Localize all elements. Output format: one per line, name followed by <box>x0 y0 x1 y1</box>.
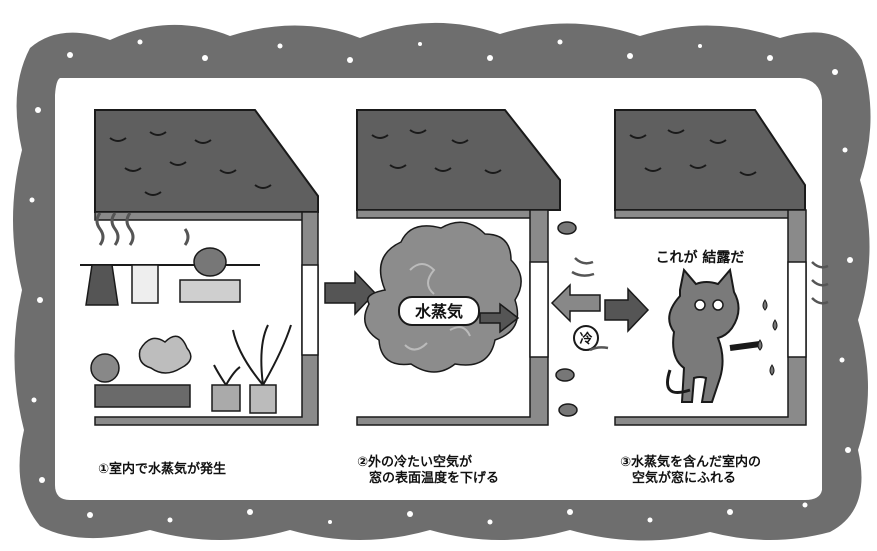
panel-2-wall <box>356 209 549 426</box>
caption-2: ②外の冷たい空気が 窓の表面温度を下げる <box>357 455 499 487</box>
panel-1-wall <box>94 211 319 426</box>
vapor-label: 水蒸気 <box>415 302 463 321</box>
panel-1-roof <box>94 109 319 213</box>
vapor-arrow <box>479 302 520 334</box>
caption-1-line-1: ①室内で水蒸気が発生 <box>98 462 227 477</box>
panel-1-scene <box>80 109 319 426</box>
snow-dots <box>29 39 853 525</box>
caption-3-line-2: 空気が窓にふれる <box>632 471 737 486</box>
arrow-1 <box>324 270 377 316</box>
caption-1: ①室内で水蒸気が発生 <box>98 462 226 478</box>
cold-arrow <box>550 283 601 323</box>
panel-3-scene: これが 結露だ <box>614 109 829 426</box>
caption-3-line-1: ③水蒸気を含んだ室内の <box>620 455 762 470</box>
panel-2-roof <box>356 109 561 211</box>
cold-label: 冷 <box>579 331 592 347</box>
panel-3-wall <box>614 209 807 426</box>
caption-3: ③水蒸気を含んだ室内の 空気が窓にふれる <box>620 455 761 487</box>
caption-2-line-2: 窓の表面温度を下げる <box>369 471 500 486</box>
speech-text: これが 結露だ <box>656 249 745 266</box>
caption-2-line-1: ②外の冷たい空気が <box>357 455 473 470</box>
vapor-label-box <box>398 296 480 326</box>
cold-badge <box>573 325 599 351</box>
arrow-2 <box>604 287 650 333</box>
panel-2-scene: 水蒸気 冷 <box>356 109 609 426</box>
panel-3-roof <box>614 109 806 211</box>
